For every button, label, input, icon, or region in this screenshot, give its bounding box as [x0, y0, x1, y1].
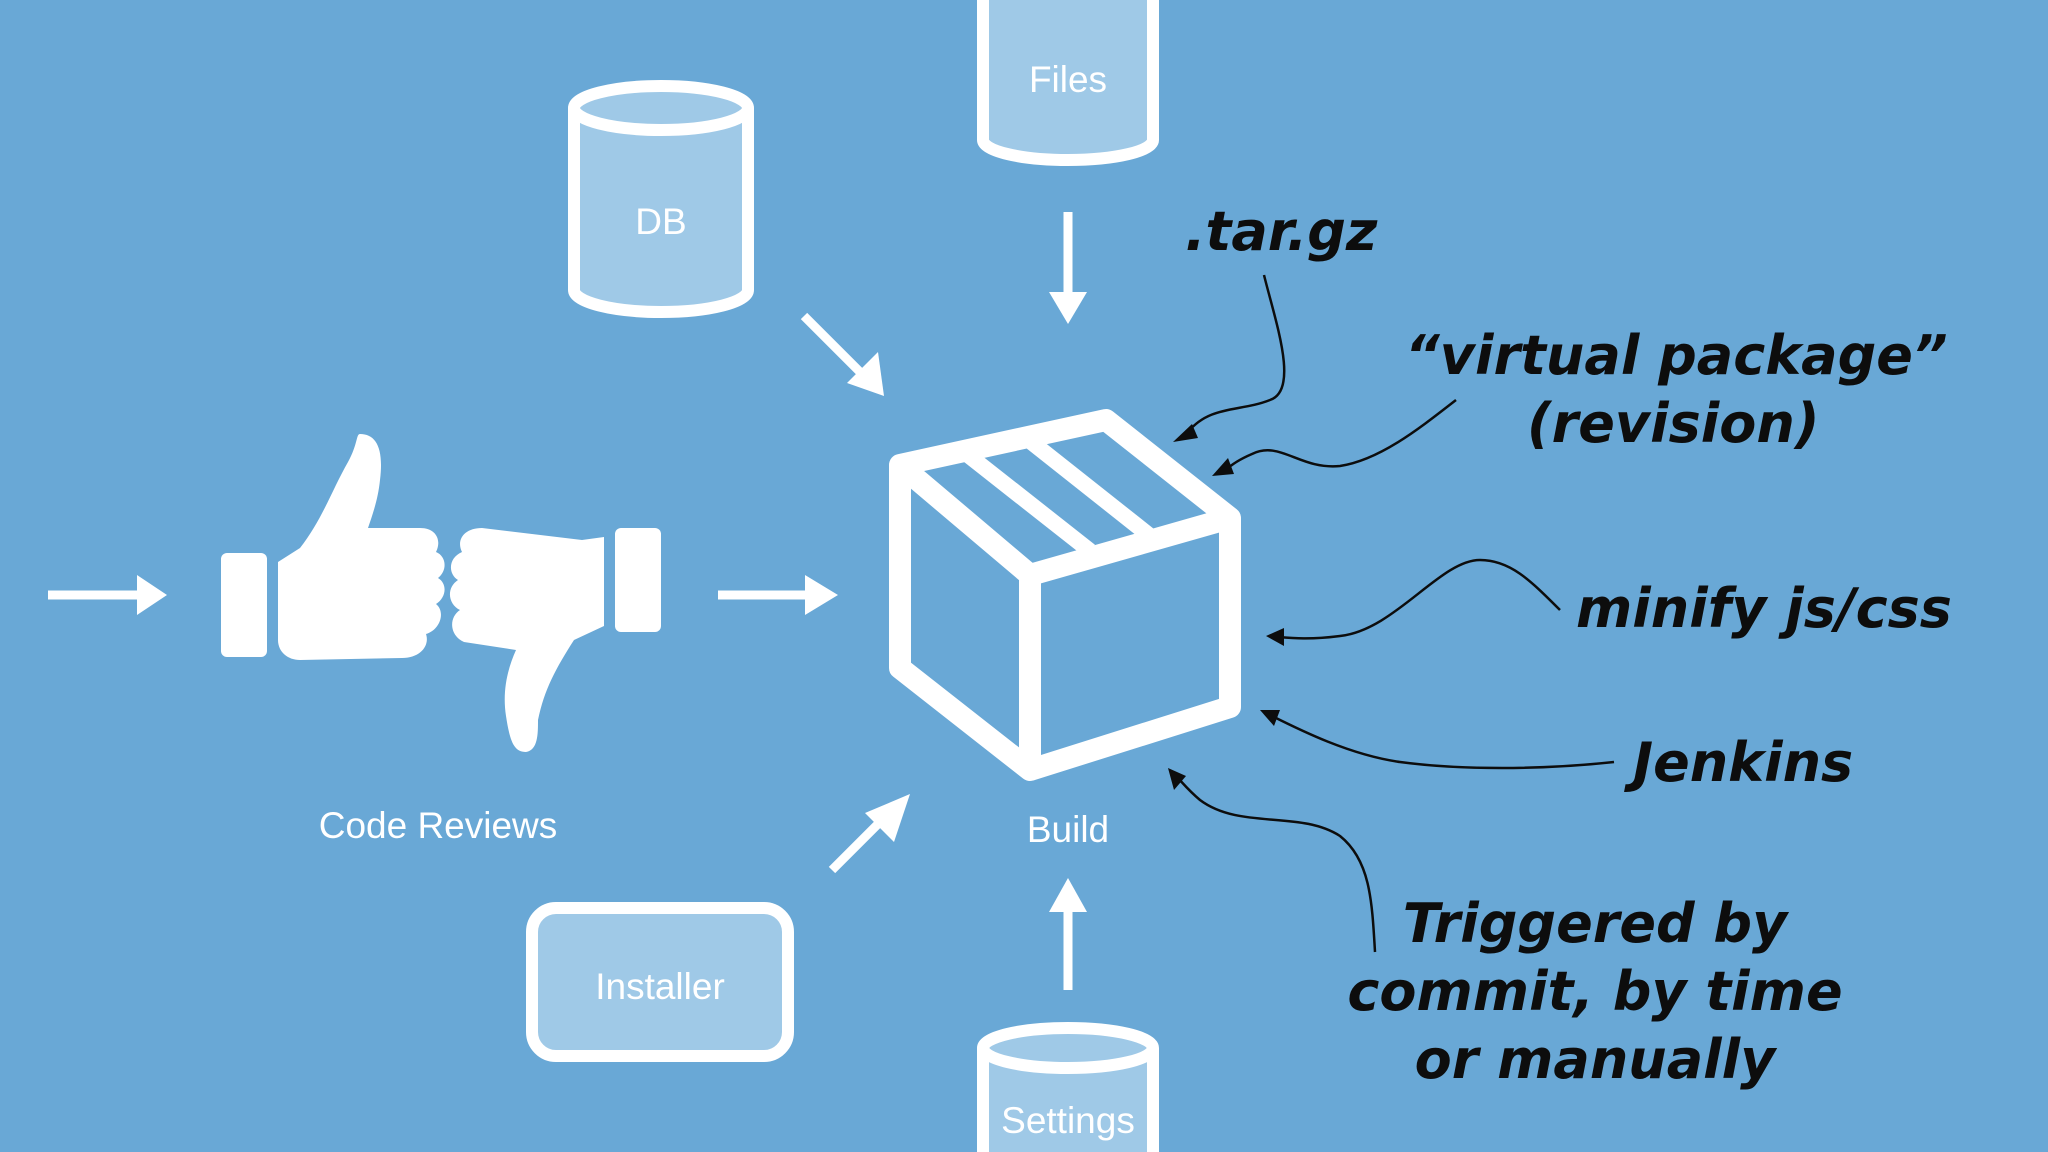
arrow-input-to-reviews [48, 575, 167, 615]
db-label: DB [635, 201, 686, 242]
triggered-annotation-line3: or manually [1415, 1028, 1779, 1091]
build-label: Build [1027, 809, 1109, 850]
triggered-annotation-line2: commit, by time [1347, 960, 1842, 1023]
virtual-package-annotation: “virtual package” [1405, 324, 1948, 387]
arrow-files-to-build [1049, 212, 1087, 324]
minify-annotation: minify js/css [1576, 577, 1952, 640]
thumbs-down-icon [449, 528, 661, 752]
arrow-db-to-build [800, 312, 884, 396]
jenkins-annotation: Jenkins [1624, 731, 1853, 794]
revision-annotation: (revision) [1527, 392, 1820, 455]
triggered-annotation-line1: Triggered by [1403, 892, 1790, 955]
arrow-reviews-to-build [718, 575, 838, 615]
package-box-icon [889, 409, 1241, 781]
tar-gz-annotation: .tar.gz [1185, 200, 1378, 263]
code-reviews-label: Code Reviews [319, 805, 558, 846]
installer-label: Installer [595, 966, 725, 1007]
files-label: Files [1029, 59, 1107, 100]
annotation-connectors [1168, 274, 1615, 953]
db-cylinder: DB [568, 80, 754, 318]
settings-label: Settings [1001, 1100, 1135, 1141]
arrow-installer-to-build [828, 794, 910, 874]
thumbs-up-icon [221, 434, 445, 660]
files-cylinder: Files [977, 0, 1159, 166]
arrow-settings-to-build [1049, 878, 1087, 990]
installer-box: Installer [526, 902, 794, 1062]
settings-cylinder: Settings [977, 1022, 1159, 1152]
